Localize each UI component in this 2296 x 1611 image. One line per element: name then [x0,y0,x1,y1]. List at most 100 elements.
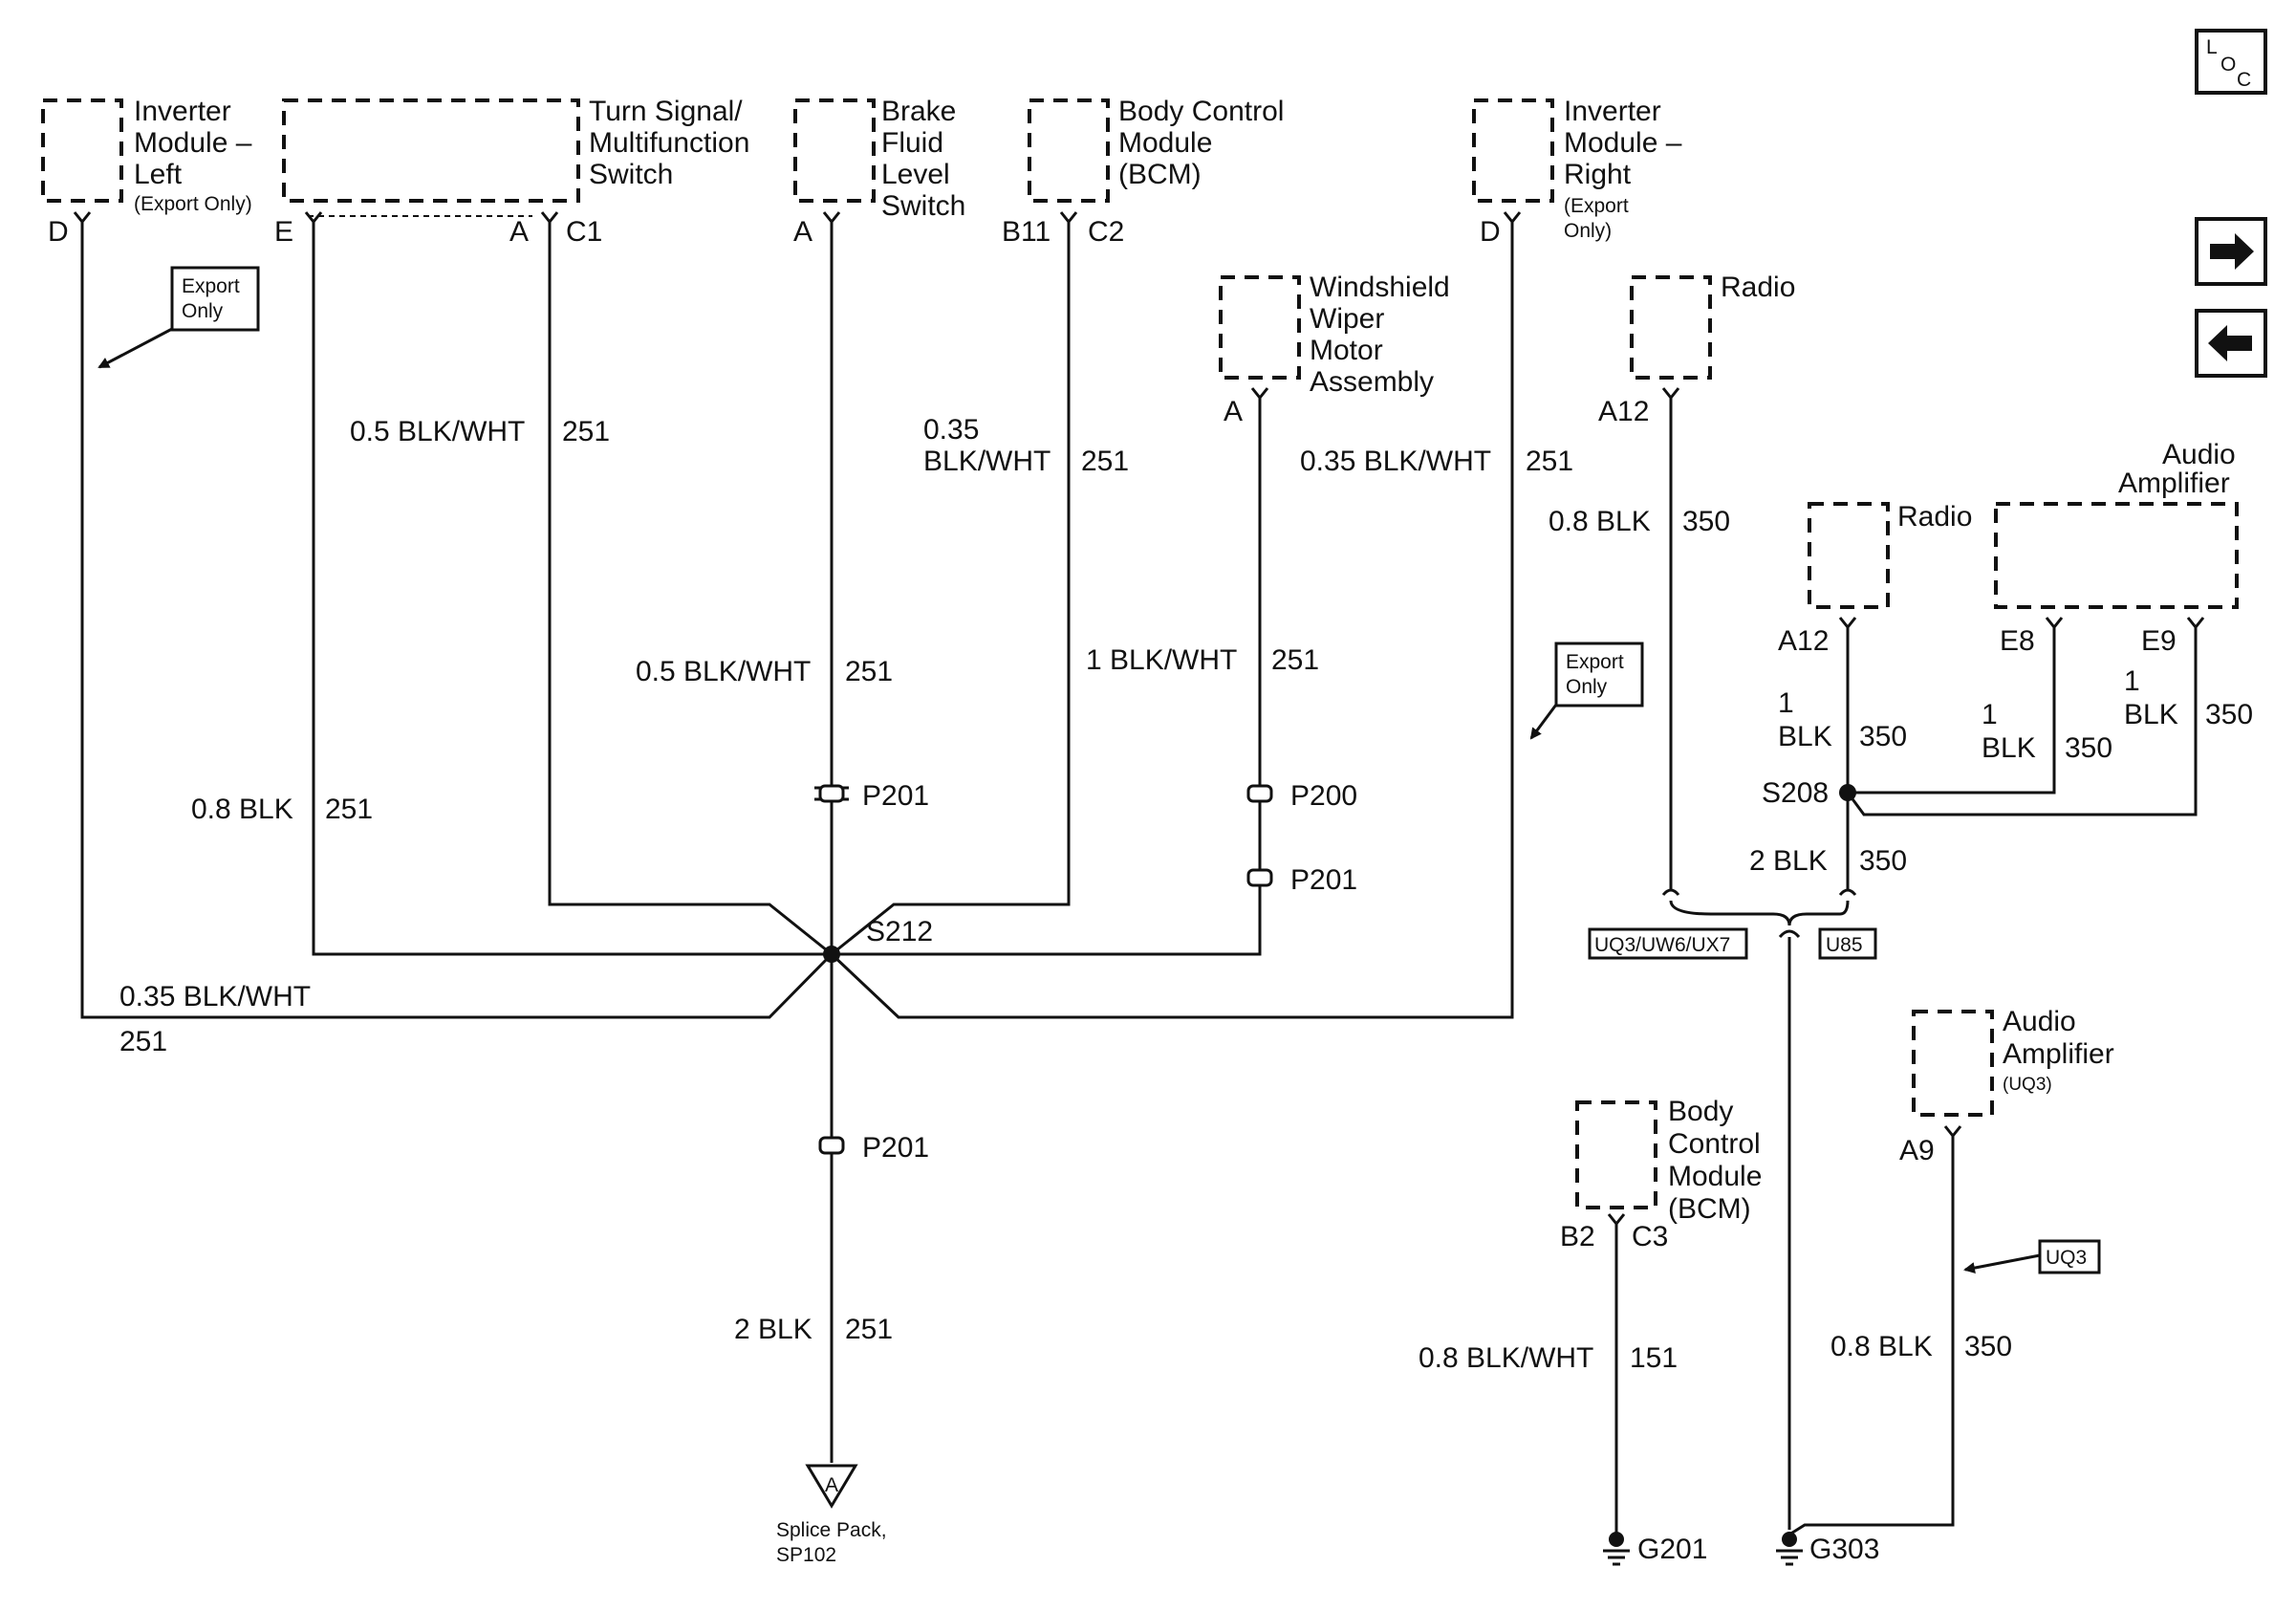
splice-s212-dot [823,946,840,963]
label: U85 [1826,934,1863,956]
wire-circuit: 350 [2205,699,2253,730]
label: Audio [2003,1006,2076,1037]
wire-size: 0.35 BLK/WHT [119,981,311,1012]
loc-letter: O [2220,54,2236,76]
wire-circuit: 251 [845,1314,893,1345]
wire-circuit: 251 [845,656,893,687]
wires-circuit-251 [80,222,1514,1509]
brake-fluid-level-switch: Brake Fluid Level Switch A [793,96,965,248]
wire-size: 0.8 BLK [191,794,293,825]
label: UQ3/UW6/UX7 [1594,934,1730,956]
label: (Export [1564,195,1629,217]
pin-label: E8 [2000,625,2035,657]
wire-circuit: 251 [1271,644,1319,676]
connector-p200 [1246,784,1273,803]
wire-size: BLK [1778,721,1832,752]
pin-label: A9 [1899,1135,1935,1166]
wire-size: 0.5 BLK/WHT [350,416,525,447]
pin-label: B2 [1560,1221,1595,1252]
splice-pack-ref: A [825,1474,838,1496]
loc-letter: C [2237,69,2251,91]
label: Control [1668,1128,1761,1160]
wire-size: BLK [1982,732,2036,764]
windshield-wiper-motor-assembly: Windshield Wiper Motor Assembly A [1219,272,1450,427]
wire-size: 0.5 BLK/WHT [636,656,811,687]
splice-label: S208 [1762,777,1829,809]
label: Inverter [1564,96,1661,127]
pin-label: D [48,216,69,248]
wire-size: 1 BLK/WHT [1086,644,1237,676]
connector-label: P201 [1290,864,1357,896]
pin-label: A [1224,396,1243,427]
label: Only [182,300,224,322]
pin-label: B11 [1002,216,1051,248]
label: Module [1668,1161,1762,1192]
wire-size: 2 BLK [1749,845,1828,877]
previous-page-button[interactable] [2195,309,2267,378]
wire-labels: 0.5 BLK/WHT 251 0.35 BLK/WHT 251 0.35 BL… [119,414,2253,1374]
inverter-module-right: Inverter Module – Right (Export Only) D [1472,96,1682,248]
option-uq3: UQ3 [1963,1239,2101,1274]
option-export-only-right: Export Only [1529,642,1644,740]
label: Switch [881,190,965,222]
wire-size: 1 [1778,687,1794,719]
inverter-module-left: Inverter Module – Left (Export Only) D [41,96,252,248]
wire-circuit: 350 [1859,721,1907,752]
radio-top: Radio A12 [1598,272,1795,427]
pin-label: C3 [1632,1221,1668,1252]
wire-size: BLK/WHT [923,446,1051,477]
label: Amplifier [2003,1038,2114,1070]
body-control-module-top: Body Control Module (BCM) B11 C2 [1002,96,1284,248]
label: Assembly [1310,366,1434,398]
wire-size: 0.35 BLK/WHT [1300,446,1491,477]
label: Export [1566,651,1624,673]
connector-p201-bottom [818,1136,845,1155]
pin-label: C1 [566,216,602,248]
label: Multifunction [589,127,749,159]
label: Motor [1310,335,1383,366]
label: Fluid [881,127,943,159]
pin-label: A12 [1598,396,1649,427]
label: (BCM) [1118,159,1202,190]
wire-circuit: 251 [562,416,610,447]
wire-size: 1 [2124,665,2140,697]
pin-label: E9 [2141,625,2177,657]
label: Wiper [1310,303,1384,335]
wire-circuit: 350 [1964,1331,2012,1362]
pin-label: A [793,216,812,248]
label: Audio [2162,439,2236,470]
connector-p201-top [814,784,849,803]
location-button[interactable]: L O C [2195,29,2267,95]
pin-label: A12 [1778,625,1829,657]
pin-label: D [1480,216,1501,248]
label: Inverter [134,96,231,127]
wire-size: 2 BLK [734,1314,812,1345]
turn-signal-multifunction-switch: Turn Signal/ Multifunction Switch E A C1 [274,96,749,248]
label: Module – [1564,127,1682,159]
label: Level [881,159,950,190]
splice-pack-label: Splice Pack, [776,1519,887,1541]
label: (Export Only) [134,193,252,215]
label: (BCM) [1668,1193,1751,1225]
wire-circuit: 350 [2065,732,2112,764]
wire-size: 0.8 BLK [1830,1331,1933,1362]
ground-g201-symbol [1603,1532,1630,1566]
connector-label: P201 [862,780,929,812]
label: Body Control [1118,96,1284,127]
wire-size: 0.8 BLK/WHT [1419,1342,1593,1374]
wire-circuit: 251 [1526,446,1573,477]
option-u85: U85 [1818,927,1877,960]
ground-label: G303 [1809,1534,1879,1565]
label: Module [1118,127,1212,159]
label: Only [1566,676,1608,698]
body-control-module-bottom: Body Control Module (BCM) B2 C3 [1560,1096,1762,1252]
label: Radio [1721,272,1795,303]
next-page-button[interactable] [2195,217,2267,286]
wire-circuit: 350 [1682,506,1730,537]
label: Switch [589,159,673,190]
wire-size: BLK [2124,699,2178,730]
label: Left [134,159,183,190]
pin-label: C2 [1088,216,1124,248]
wire-circuit: 251 [119,1026,167,1057]
